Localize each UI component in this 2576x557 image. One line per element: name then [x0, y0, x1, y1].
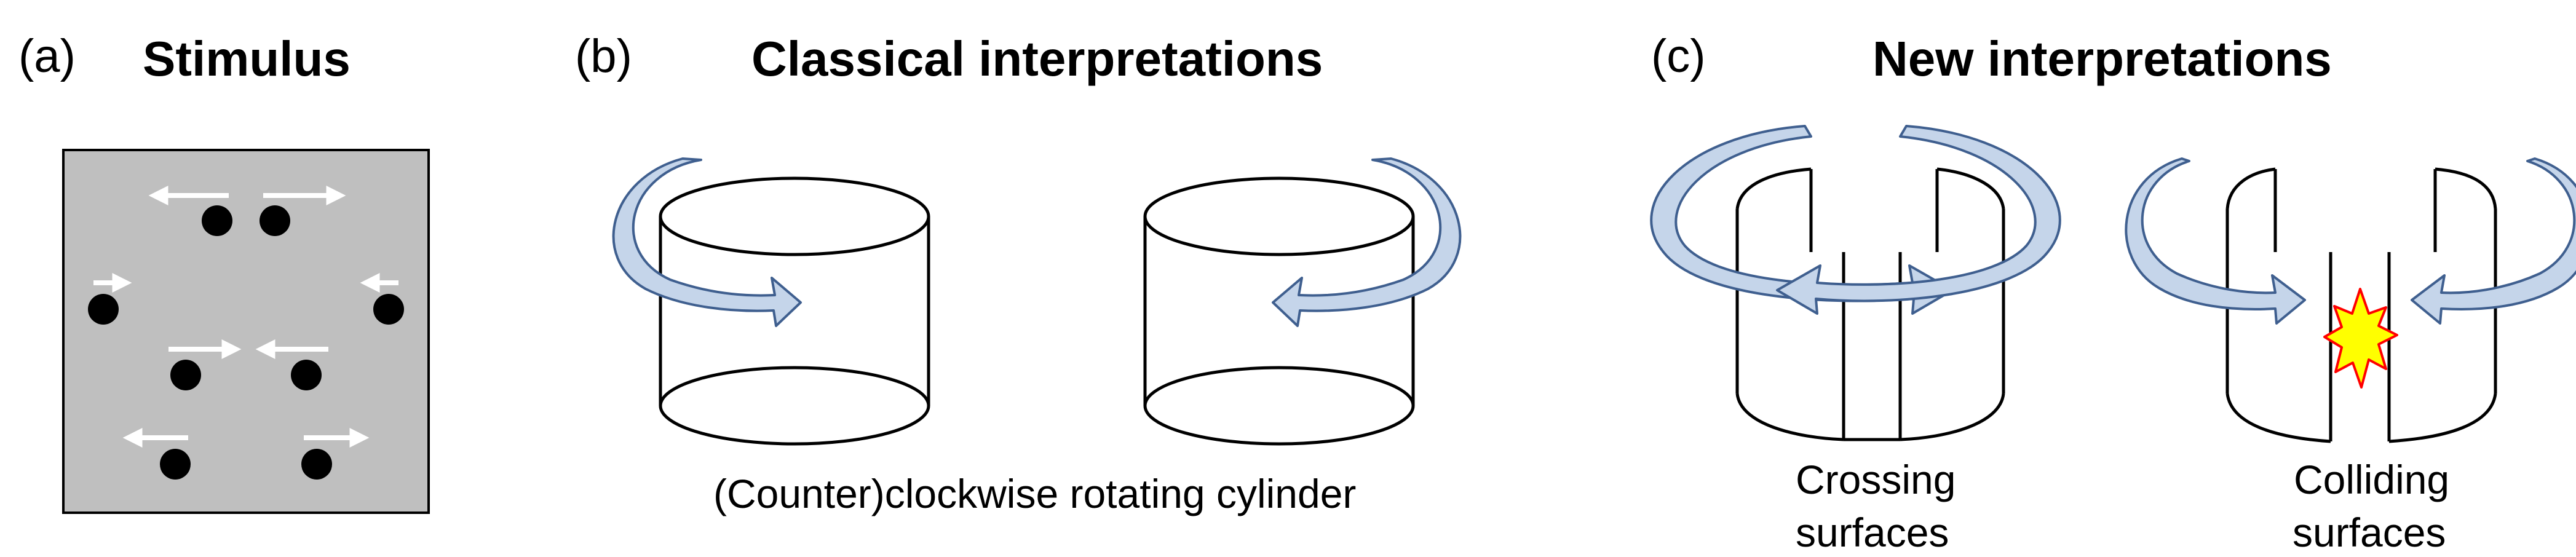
stimulus-dot — [202, 205, 232, 236]
cylinder-bottom — [659, 366, 930, 446]
colliding-caption-line1: Colliding — [2294, 457, 2450, 502]
stimulus-dot — [160, 449, 191, 480]
panel-b-label: (b) — [575, 30, 632, 82]
rotation-arrow-counterclockwise — [1272, 157, 1462, 327]
panel-b-caption: (Counter)clockwise rotating cylinder — [713, 471, 1357, 516]
cylinder-top — [1143, 176, 1415, 256]
rotation-arrow-colliding-left — [2125, 157, 2306, 325]
panel-c-title: New interpretations — [1873, 31, 2332, 86]
stimulus-dot — [301, 449, 332, 480]
collision-burst — [2323, 288, 2398, 389]
stimulus-dot — [373, 294, 404, 325]
cylinder-bottom — [1143, 366, 1415, 446]
colliding-caption-line2: surfaces — [2293, 510, 2446, 555]
cylinder-clockwise — [612, 157, 930, 446]
panel-a-label: (a) — [18, 30, 76, 82]
panel-c-label: (c) — [1651, 30, 1706, 82]
rotation-arrow-crossing-right — [1776, 125, 2061, 315]
cylinder-top — [659, 176, 930, 256]
panel-b-title: Classical interpretations — [751, 31, 1323, 86]
stimulus-dot — [291, 360, 322, 390]
colliding-surfaces — [2125, 157, 2576, 443]
stimulus-dot — [170, 360, 201, 390]
crossing-surfaces — [1650, 125, 2061, 441]
stimulus-background — [62, 149, 430, 514]
panel-a-title: Stimulus — [143, 31, 351, 86]
cylinder-counterclockwise — [1143, 157, 1462, 446]
stimulus-dot — [260, 205, 290, 236]
stimulus-dot — [88, 294, 119, 325]
rotation-arrow-colliding-right — [2411, 157, 2576, 325]
stimulus-panel — [62, 149, 430, 514]
rotation-arrow-clockwise — [612, 157, 802, 327]
crossing-caption-line1: Crossing — [1796, 457, 1956, 502]
crossing-caption-line2: surfaces — [1796, 510, 1949, 555]
